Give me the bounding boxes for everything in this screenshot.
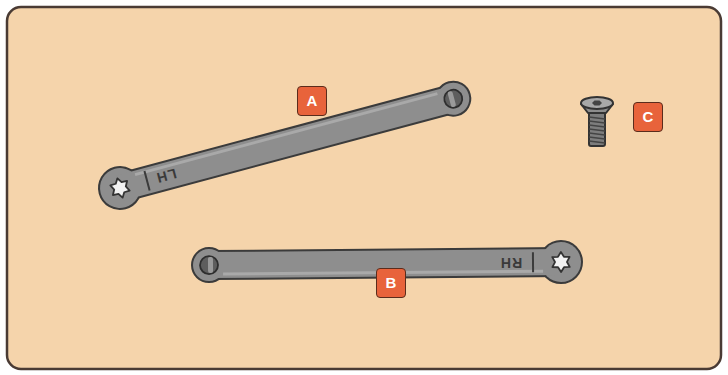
callout-letter: A <box>297 86 328 116</box>
callout-letter: C <box>633 102 664 132</box>
callout-letter: B <box>376 268 407 298</box>
panel <box>7 7 721 369</box>
screw <box>581 97 613 146</box>
link-lh <box>96 75 474 212</box>
part-marking: RH <box>500 255 522 271</box>
